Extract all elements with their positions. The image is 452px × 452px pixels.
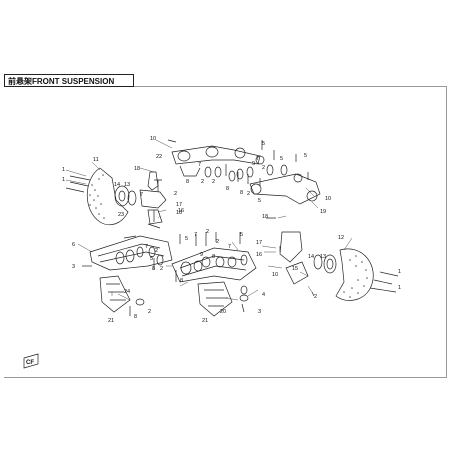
lower-left-arm: [89, 235, 173, 271]
left-skid-guard: [99, 275, 145, 313]
callout-18: 18: [176, 210, 182, 216]
callout-7: 7: [145, 244, 148, 250]
left-hub-assembly: [114, 171, 167, 225]
callout-14: 14: [308, 254, 314, 260]
callout-2: 2: [314, 294, 317, 300]
callout-2: 2: [201, 179, 204, 185]
callout-2: 2: [160, 266, 163, 272]
callout-5: 5: [185, 236, 188, 242]
callout-10: 10: [325, 196, 331, 202]
callout-1: 1: [398, 269, 401, 275]
left-brake-disc: [86, 167, 129, 226]
callout-9: 9: [252, 161, 255, 167]
callout-2: 2: [212, 179, 215, 185]
callout-8: 8: [152, 266, 155, 272]
lower-center-arm: [171, 247, 257, 283]
callout-14: 14: [114, 182, 120, 188]
callout-2: 2: [155, 248, 158, 254]
callout-5: 5: [262, 141, 265, 147]
callout-2: 2: [206, 229, 209, 235]
callout-2: 2: [216, 239, 219, 245]
callout-21: 21: [108, 318, 114, 324]
callout-10: 10: [150, 136, 156, 142]
fasteners: [65, 139, 399, 316]
callout-24: 24: [124, 289, 130, 295]
callout-labels: 1 1 1 1 2 2 2 2 2 2 2 2 2 2 2 3 3 4 5 5 …: [62, 136, 401, 324]
diagram-frame: [4, 86, 447, 378]
callout-3: 3: [72, 264, 75, 270]
callout-7: 7: [256, 156, 259, 162]
callout-16: 16: [256, 252, 262, 258]
cf-logo: CF: [23, 353, 39, 369]
callout-7: 7: [140, 192, 143, 198]
callout-2: 2: [247, 191, 250, 197]
callout-22: 22: [156, 154, 162, 160]
svg-text:CF: CF: [26, 360, 34, 366]
upper-right-arm: [236, 164, 321, 205]
center-skid-guard: [197, 281, 249, 317]
callout-5: 5: [258, 198, 261, 204]
callout-13: 13: [124, 182, 130, 188]
callout-19: 19: [320, 209, 326, 215]
right-brake-disc: [335, 248, 374, 301]
callout-8: 8: [212, 254, 215, 260]
callout-8: 8: [186, 179, 189, 185]
diagram-title: 前悬架FRONT SUSPENSION: [4, 74, 134, 87]
callout-4: 4: [262, 292, 265, 298]
callout-8: 8: [180, 278, 183, 284]
callout-2: 2: [174, 191, 177, 197]
callout-5: 5: [304, 153, 307, 159]
upper-center-arm: [171, 145, 265, 182]
callout-5: 5: [150, 256, 153, 262]
callout-3: 3: [258, 309, 261, 315]
callout-7: 7: [228, 244, 231, 250]
callout-20: 20: [220, 309, 226, 315]
leader-lines: [65, 139, 353, 301]
callout-12: 12: [338, 235, 344, 241]
callout-21: 21: [202, 318, 208, 324]
callout-1: 1: [62, 177, 65, 183]
callout-9: 9: [200, 252, 203, 258]
callout-7: 7: [198, 162, 201, 168]
callout-1: 1: [398, 285, 401, 291]
callout-8: 8: [134, 314, 137, 320]
callout-18: 18: [262, 214, 268, 220]
callout-11: 11: [93, 157, 99, 163]
callout-13: 13: [320, 254, 326, 260]
callout-6: 6: [72, 242, 75, 248]
callout-5: 5: [280, 156, 283, 162]
callout-18: 18: [134, 166, 140, 172]
callout-7: 7: [194, 232, 197, 238]
callout-1: 1: [62, 167, 65, 173]
callout-15: 15: [292, 266, 298, 272]
callout-10: 10: [272, 272, 278, 278]
callout-16: 16: [178, 208, 184, 214]
callout-17: 17: [176, 202, 182, 208]
callout-23: 23: [118, 212, 124, 218]
callout-17: 17: [256, 240, 262, 246]
callout-8: 8: [240, 190, 243, 196]
callout-5: 5: [240, 232, 243, 238]
callout-2: 2: [148, 309, 151, 315]
callout-2: 2: [262, 165, 265, 171]
callout-8: 8: [226, 186, 229, 192]
